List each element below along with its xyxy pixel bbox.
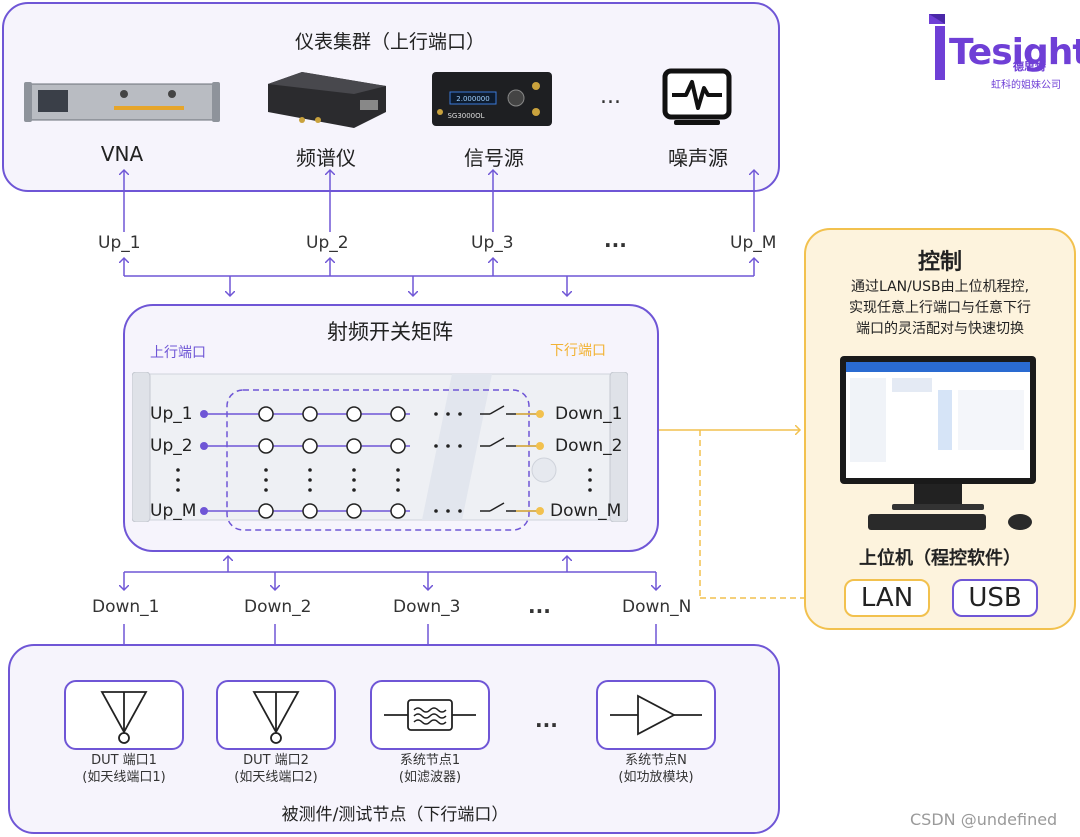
control-title: 控制 — [917, 250, 962, 275]
down-port-label-n: Down_N — [622, 597, 692, 617]
device-name-noise-source: 噪声源 — [668, 146, 728, 170]
dut-panel-title: 被测件/测试节点（下行端口） — [281, 805, 509, 825]
antenna-icon — [100, 691, 148, 744]
dut-node-1-line1: DUT 端口1 — [91, 753, 157, 768]
host-pc-icon — [838, 356, 1038, 536]
control-desc-line-3: 端口的灵活配对与快速切换 — [856, 321, 1024, 337]
down-port-label-2: Down_2 — [244, 597, 312, 617]
dut-node-n-line1: 系统节点N — [625, 753, 687, 768]
dut-node-2-line2: (如天线端口2) — [234, 770, 318, 785]
lan-badge: LAN — [844, 579, 930, 617]
dut-node-3-line2: (如滤波器) — [398, 770, 462, 785]
switch-chassis — [131, 371, 629, 523]
down-port-label-1: Down_1 — [92, 597, 160, 617]
dut-node-2-label: DUT 端口2 (如天线端口2) — [206, 752, 346, 786]
signal-gen-screen: 2.000000 — [456, 95, 489, 103]
up-port-ellipsis: ... — [604, 228, 627, 252]
dut-ellipsis: ... — [535, 708, 558, 732]
dut-node-1-label: DUT 端口1 (如天线端口1) — [54, 752, 194, 786]
logo-brand-text: Tesight — [949, 32, 1080, 73]
matrix-row-up-m: Up_M — [150, 501, 197, 521]
matrix-row-up-2: Up_2 — [150, 436, 193, 456]
device-name-vna: VNA — [100, 142, 144, 166]
device-name-signal-gen: 信号源 — [464, 146, 524, 170]
spectrum-analyzer-device — [262, 70, 390, 130]
dut-node-n-label: 系统节点N (如功放模块) — [586, 752, 726, 786]
matrix-uplink-label: 上行端口 — [150, 345, 206, 361]
dut-node-n — [596, 680, 716, 750]
vna-device — [24, 80, 220, 124]
control-desc-line-1: 通过LAN/USB由上位机程控, — [850, 279, 1030, 295]
up-port-label-1: Up_1 — [98, 233, 141, 253]
dut-node-1-line2: (如天线端口1) — [82, 770, 166, 785]
matrix-row-down-m: Down_M — [550, 501, 622, 521]
instrument-cluster-title: 仪表集群（上行端口） — [294, 31, 485, 53]
dut-node-n-line2: (如功放模块) — [618, 770, 694, 785]
dut-node-3 — [370, 680, 490, 750]
dut-node-3-label: 系统节点1 (如滤波器) — [360, 752, 500, 786]
switch-symbol-icon — [480, 405, 540, 512]
dut-node-2 — [216, 680, 336, 750]
tesight-logo-icon — [929, 14, 945, 80]
matrix-row-down-1: Down_1 — [555, 404, 623, 424]
matrix-title: 射频开关矩阵 — [327, 320, 453, 344]
dut-node-2-line1: DUT 端口2 — [243, 753, 309, 768]
filter-icon — [384, 699, 476, 731]
matrix-row-up-1: Up_1 — [150, 404, 193, 424]
logo-cn-text: 德思特 — [1013, 60, 1046, 73]
antenna-icon — [252, 691, 300, 744]
instrument-cluster-panel — [2, 2, 780, 192]
up-port-label-m: Up_M — [730, 233, 777, 253]
control-desc-line-2: 实现任意上行端口与任意下行 — [849, 300, 1031, 316]
amplifier-icon — [610, 694, 702, 736]
usb-badge: USB — [952, 579, 1038, 617]
up-port-label-3: Up_3 — [471, 233, 514, 253]
brand-logo: Tesight 德思特 虹科的姐妹公司 — [925, 12, 1080, 92]
signal-generator-device: 2.000000 SG3000OL — [432, 72, 552, 126]
matrix-downlink-label: 下行端口 — [550, 343, 606, 359]
watermark: CSDN @undefined — [910, 810, 1058, 829]
down-port-label-3: Down_3 — [393, 597, 461, 617]
dut-node-1 — [64, 680, 184, 750]
dut-node-3-line1: 系统节点1 — [399, 753, 461, 768]
matrix-row-down-2: Down_2 — [555, 436, 623, 456]
up-port-label-2: Up_2 — [306, 233, 349, 253]
logo-tagline: 虹科的姐妹公司 — [991, 80, 1061, 91]
device-name-spectrum: 频谱仪 — [296, 146, 356, 170]
down-port-ellipsis: ... — [528, 594, 551, 618]
noise-source-monitor-icon — [662, 68, 732, 130]
host-pc-label: 上位机（程控软件） — [859, 548, 1021, 569]
signal-gen-model: SG3000OL — [447, 112, 484, 120]
instrument-ellipsis: ... — [600, 84, 621, 109]
